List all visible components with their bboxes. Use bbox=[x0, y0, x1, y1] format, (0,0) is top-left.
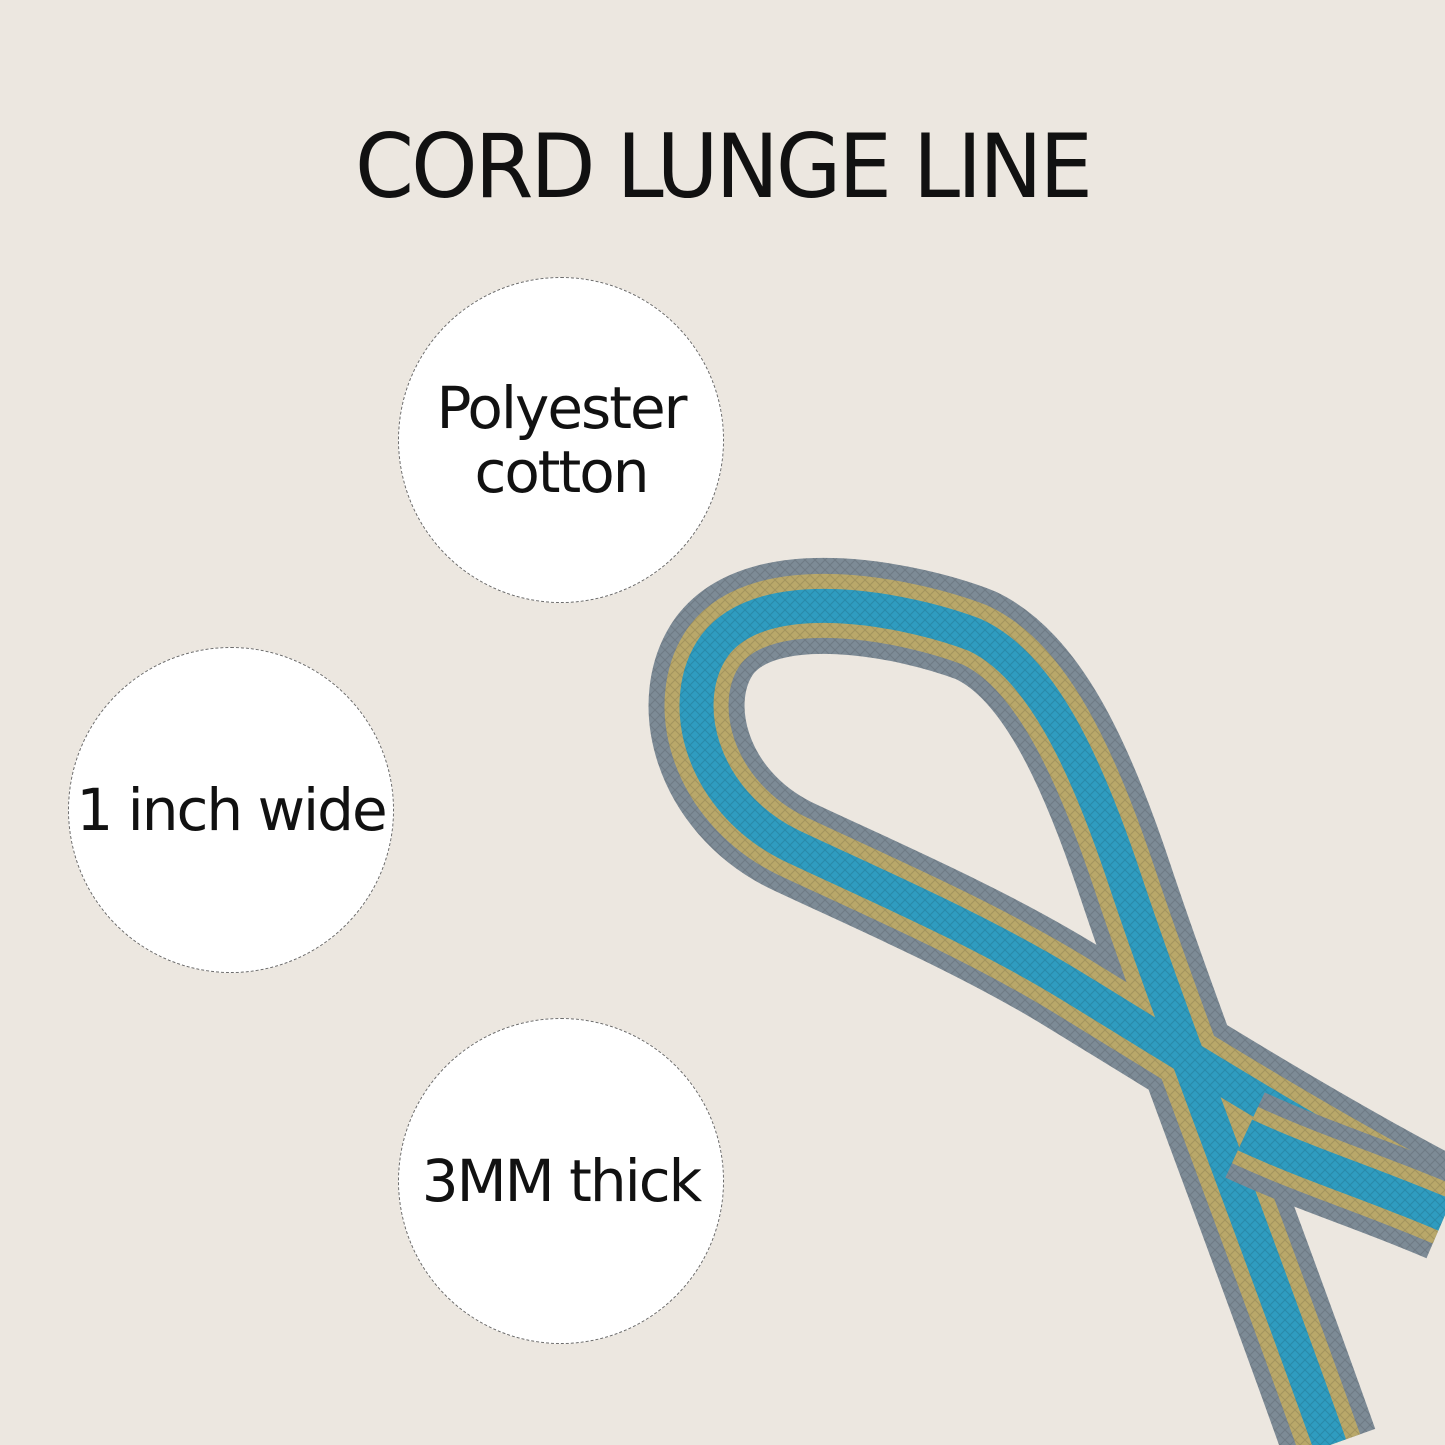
feature-material-line-1: Polyester bbox=[436, 374, 687, 442]
feature-material-line-2: cotton bbox=[474, 438, 649, 506]
feature-badge-text: 3MM thick bbox=[401, 1149, 721, 1213]
feature-badge-material: Polyester cotton bbox=[398, 277, 724, 603]
rope-loop bbox=[648, 557, 1445, 1445]
feature-width-line-1: 1 inch wide bbox=[76, 776, 387, 844]
page-title: CORD LUNGE LINE bbox=[354, 115, 1093, 218]
feature-badge-width: 1 inch wide bbox=[68, 647, 394, 973]
feature-badge-text: Polyester cotton bbox=[431, 376, 691, 504]
feature-badge-thickness: 3MM thick bbox=[398, 1018, 724, 1344]
feature-thickness-line-1: 3MM thick bbox=[421, 1147, 703, 1215]
feature-badge-text: 1 inch wide bbox=[71, 778, 391, 842]
rope-crossing bbox=[1225, 1092, 1445, 1259]
